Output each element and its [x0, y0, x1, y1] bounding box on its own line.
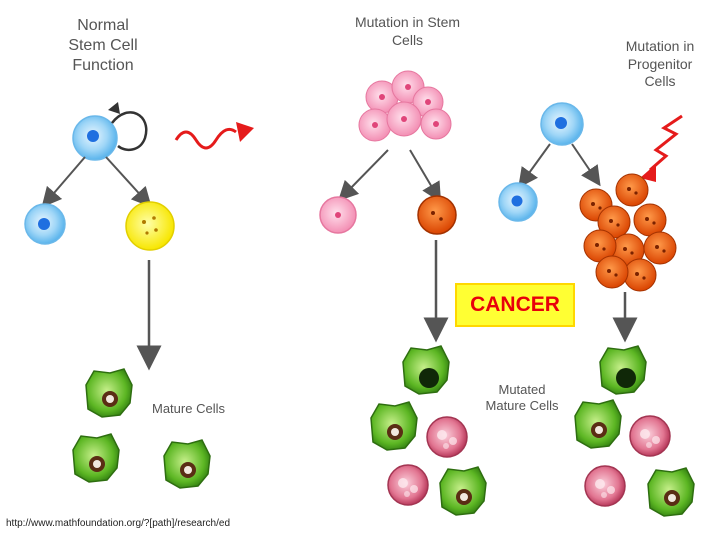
- mutation-progenitor-cells-title: Mutation in Progenitor Cells: [625, 38, 695, 89]
- wavy-arrow-head: [236, 122, 254, 142]
- wavy-arrow-icon: [174, 127, 237, 150]
- arrow: [105, 156, 152, 208]
- daughter-stem-cell: [24, 203, 66, 245]
- pink-daughter-cell: [319, 196, 357, 234]
- mutated-red-cell: [426, 416, 468, 458]
- progenitor-stem-cell: [540, 102, 584, 146]
- mature-cell: [163, 439, 211, 489]
- progenitor-cell-yellow: [125, 201, 175, 251]
- mutated-mature-cell: [647, 467, 695, 517]
- mutated-mature-cell-dark: [402, 345, 450, 395]
- blue-daughter-cell: [498, 182, 538, 222]
- orange-progenitor-cell: [417, 195, 457, 235]
- source-url: http://www.mathfoundation.org/?[path]/re…: [6, 518, 231, 529]
- mutated-mature-cell: [574, 399, 622, 449]
- normal-stem-cell-title: Normal Stem Cell Function: [68, 17, 138, 74]
- zigzag-mutation-arrow-icon: [649, 114, 683, 172]
- mutated-mature-cell: [439, 466, 487, 516]
- mutated-red-cell: [584, 465, 626, 507]
- arrow: [409, 149, 442, 203]
- mutation-stem-cells-title: Mutation in Stem Cells: [354, 14, 461, 48]
- arrow: [571, 143, 601, 187]
- mutated-mature-cells-label: Mutated Mature Cells: [485, 382, 559, 414]
- arrow: [518, 143, 551, 189]
- curved-arrow-head: [108, 102, 120, 114]
- mutated-red-cell: [387, 464, 429, 506]
- arrow: [338, 149, 389, 202]
- pink-stem-cell-cluster: [358, 70, 452, 142]
- orange-cancer-cell-cluster: [579, 173, 677, 292]
- mature-cell: [85, 368, 133, 418]
- mutated-mature-cell: [370, 401, 418, 451]
- curved-arrow-icon: [111, 111, 148, 152]
- mature-cell: [72, 433, 120, 483]
- normal-stem-cell: [72, 115, 118, 161]
- arrow: [41, 156, 86, 208]
- zigzag-arrow-head: [640, 164, 656, 182]
- mature-cells-label: Mature Cells: [152, 401, 225, 416]
- mutated-red-cell: [629, 415, 671, 457]
- mutated-mature-cell-dark: [599, 345, 647, 395]
- cancer-label: CANCER: [455, 283, 575, 327]
